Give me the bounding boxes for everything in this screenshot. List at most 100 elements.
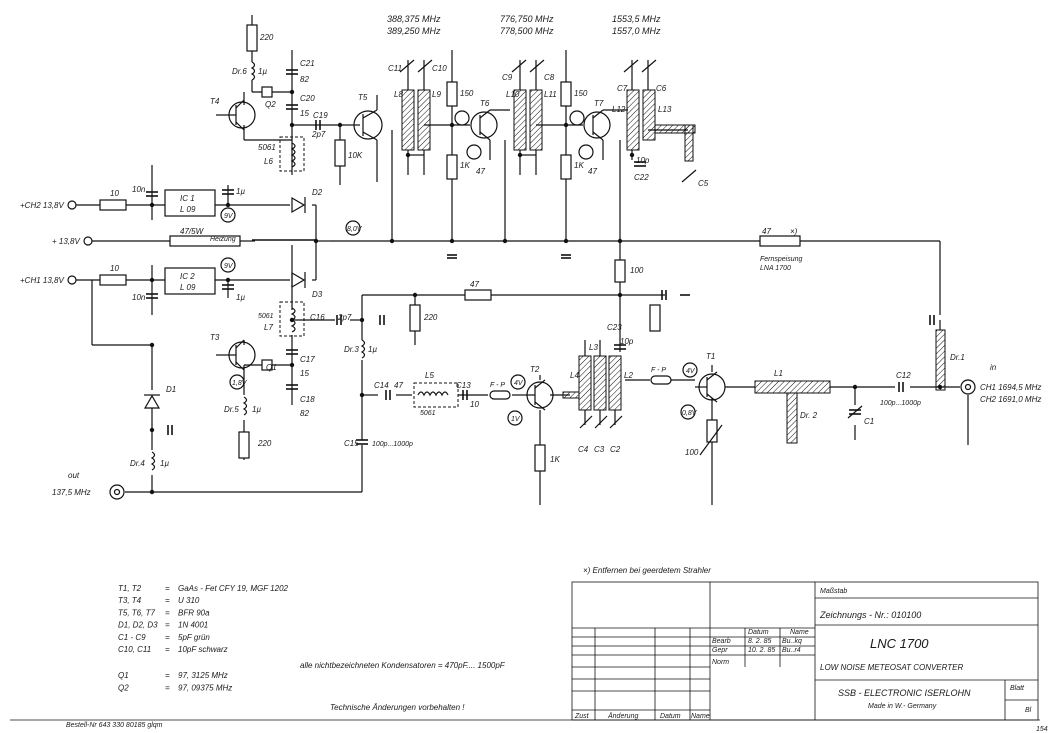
freq-388: 388,375 MHz <box>387 14 441 24</box>
shield-l7 <box>279 301 305 337</box>
label-r1kc: 1K <box>550 455 560 464</box>
resistor-47-5w <box>169 235 241 247</box>
terminal-supply[interactable] <box>83 236 93 246</box>
coax-in[interactable] <box>960 379 976 395</box>
tb-bl: Bl <box>1025 707 1032 714</box>
tb-company: SSB - ELECTRONIC ISERLOHN <box>838 688 971 698</box>
coax-out[interactable] <box>109 484 125 500</box>
label-c18: C18 <box>300 395 315 404</box>
label-r10b: 10 <box>110 264 119 273</box>
tb-subtitle: LOW NOISE METEOSAT CONVERTER <box>820 663 964 672</box>
junctions <box>149 89 943 495</box>
label-out-freq: 137,5 MHz <box>52 488 91 497</box>
stripline-l12 <box>626 89 640 151</box>
note-page: 154 <box>1036 726 1048 733</box>
label-c10na: 10n <box>132 185 146 194</box>
transistor-t2 <box>525 379 554 411</box>
label-heizung: Heizung <box>210 236 236 243</box>
diode-d1 <box>143 394 161 409</box>
label-4va: 4V <box>514 380 524 387</box>
tb-name: Name <box>790 629 809 636</box>
label-ch1-in: +CH1 13,8V <box>20 276 64 285</box>
crystal-q1 <box>261 359 273 371</box>
label-c10p: 10p <box>636 156 650 165</box>
label-l1: L1 <box>774 369 783 378</box>
label-c16: C16 <box>310 313 325 322</box>
label-l3: L3 <box>589 343 598 352</box>
label-c23v: 10p <box>620 337 634 346</box>
shield-boxes <box>279 136 459 408</box>
label-dr4: Dr.4 <box>130 459 145 468</box>
label-l13: L13 <box>658 105 672 114</box>
label-r1kb: 1K <box>574 161 584 170</box>
shield-l5 <box>413 382 459 408</box>
label-c22: C22 <box>634 173 649 182</box>
label-c20: C20 <box>300 94 315 103</box>
label-ic2: IC 2 <box>180 272 195 281</box>
resistor-1ka <box>446 154 458 180</box>
title-block: Maßstab Zeichnungs - Nr.: 010100 Datum N… <box>571 581 1039 721</box>
legend-equals: = <box>165 671 170 680</box>
label-fernspeisung: Fernspeisung <box>760 256 803 263</box>
tb-bearb: Bearb <box>712 638 731 645</box>
coil-dr3 <box>360 339 366 359</box>
label-r47a: 47 <box>476 167 485 176</box>
stripline-l4 <box>578 355 592 411</box>
stripline-dr2 <box>786 392 798 444</box>
note-technical: Technische Änderungen vorbehalten ! <box>330 703 465 712</box>
legend-ref: Q2 <box>118 683 129 692</box>
label-supply: + 13,8V <box>52 237 80 246</box>
coil-l5 <box>417 391 449 397</box>
label-18v: 1,8V <box>232 380 248 387</box>
ic2-body <box>164 267 216 295</box>
label-c13v: 10 <box>470 400 479 409</box>
coil-dr5 <box>242 396 248 416</box>
shield-l6 <box>279 136 305 172</box>
ic1-body <box>164 189 216 217</box>
label-in: in <box>990 363 997 372</box>
label-x: ×) <box>790 227 798 236</box>
label-c6: C6 <box>656 84 667 93</box>
resistor-1kc <box>534 444 546 472</box>
label-9vb: 9V <box>224 263 234 270</box>
label-c12: C12 <box>896 371 911 380</box>
freq-1557: 1557,0 MHz <box>612 26 661 36</box>
label-r100: 100 <box>630 266 644 275</box>
crystal-q2 <box>261 86 273 98</box>
terminal-ch2[interactable] <box>67 200 77 210</box>
stripline-l8 <box>401 89 415 151</box>
legend-value: 97, 3125 MHz <box>178 671 228 680</box>
resistor-150a <box>446 81 458 107</box>
wiring <box>76 15 969 505</box>
transistor-t6 <box>470 109 498 141</box>
tb-bearb-date: 8. 2. 85 <box>748 638 771 645</box>
label-dr5: Dr.5 <box>224 405 239 414</box>
label-ic1: IC 1 <box>180 194 195 203</box>
coil-dr4 <box>150 451 156 471</box>
label-l7: L7 <box>264 323 273 332</box>
label-c23: C23 <box>607 323 622 332</box>
resistor-47-remote <box>759 235 801 247</box>
label-l9: L9 <box>432 90 441 99</box>
legend-ref: T3, T4 <box>118 596 142 605</box>
terminal-ch1[interactable] <box>67 275 77 285</box>
tb-aenderung: Änderung <box>607 712 638 720</box>
tb-name2: Name <box>691 713 710 720</box>
label-c21: C21 <box>300 59 315 68</box>
label-c10nb: 10n <box>132 293 146 302</box>
stripline-l11 <box>529 89 543 151</box>
label-mu2: 1µ <box>236 187 245 196</box>
label-c12v: 100p...1000p <box>880 400 921 407</box>
label-l12: L12 <box>612 105 626 114</box>
note-footnote: ×) Entfernen bei geerdetem Strahler <box>583 566 711 575</box>
label-c20v: 15 <box>300 109 309 118</box>
tb-title: LNC 1700 <box>870 636 929 651</box>
striplines <box>401 89 946 444</box>
resistor-10a <box>99 199 127 211</box>
label-r47c: 47 <box>762 227 771 236</box>
diodes <box>143 196 306 409</box>
resistor-150b <box>560 81 572 107</box>
legend-ref: T5, T6, T7 <box>118 608 155 617</box>
